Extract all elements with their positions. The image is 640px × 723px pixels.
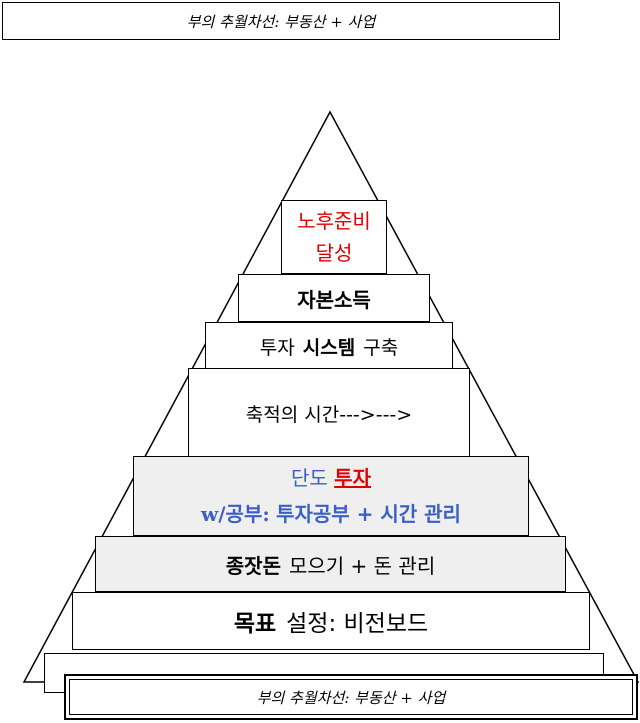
level-5-line1-b: 투자 (334, 466, 371, 490)
level-7-part1: 목표 (233, 611, 277, 637)
pyramid-level-3: 투자 시스템 구축 (205, 322, 453, 370)
level-5-line1: 단도 투자 (291, 460, 371, 496)
level-5-line2: w/공부: 투자공부 + 시간 관리 (201, 496, 461, 532)
pyramid-level-top: 노후준비 달성 (281, 200, 387, 274)
pyramid-level-6: 종잣돈 모으기 + 돈 관리 (95, 536, 566, 592)
level-4-text: 축적의 시간--->---> (245, 403, 413, 426)
header-title-box: 부의 추월차선: 부동산 + 사업 (2, 2, 560, 40)
level-6-part2: 모으기 + 돈 관리 (288, 553, 436, 578)
footer-inner-frame: 부의 추월차선: 부동산 + 사업 (69, 679, 633, 715)
footer-title-box: 부의 추월차선: 부동산 + 사업 (64, 674, 638, 720)
pyramid-level-4: 축적의 시간--->---> (188, 368, 470, 458)
level-top-line1: 노후준비 (297, 209, 371, 233)
level-3-part1: 투자 (259, 336, 295, 359)
pyramid-level-2: 자본소득 (238, 274, 430, 322)
level-2-text: 자본소득 (297, 287, 371, 312)
level-5-line1-a: 단도 (291, 466, 328, 490)
footer-title: 부의 추월차선: 부동산 + 사업 (256, 688, 446, 707)
level-3-part3: 구축 (363, 336, 399, 359)
pyramid-level-7: 목표 설정: 비전보드 (72, 592, 590, 650)
level-5-line2-a: w/공부: (201, 502, 270, 526)
level-7-part2: 설정: 비전보드 (286, 611, 429, 637)
level-top-line2: 달성 (315, 241, 353, 265)
level-5-line2-b: 투자공부 + 시간 관리 (276, 502, 461, 526)
header-title: 부의 추월차선: 부동산 + 사업 (186, 12, 376, 31)
level-6-part1: 종잣돈 (225, 553, 281, 578)
pyramid-level-5: 단도 투자 w/공부: 투자공부 + 시간 관리 (133, 456, 529, 536)
level-3-part2: 시스템 (302, 336, 356, 359)
